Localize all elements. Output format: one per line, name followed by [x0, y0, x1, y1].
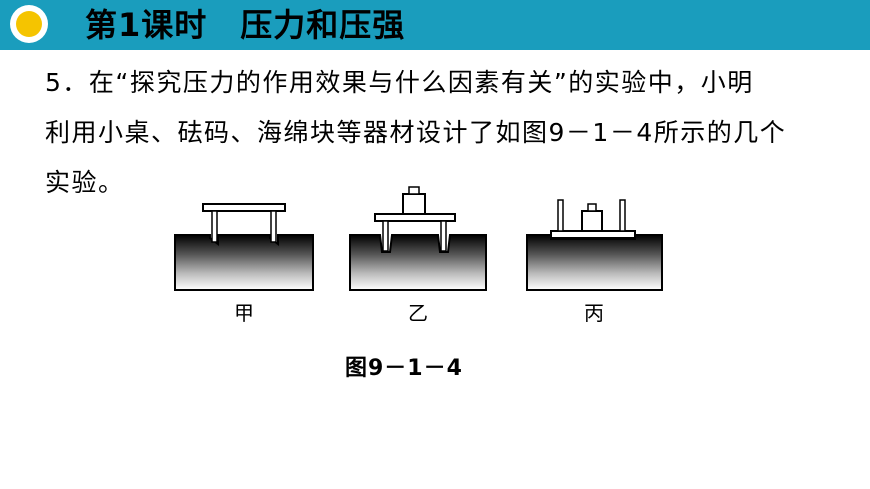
panel-bing [526, 199, 663, 291]
question-line: 5．在“探究压力的作用效果与什么因素有关”的实验中，小明 [45, 68, 754, 97]
table-leg [619, 199, 626, 232]
lesson-title: 第1课时 压力和压强 [85, 6, 406, 44]
panel-label: 甲 [234, 301, 254, 325]
table-top [202, 203, 286, 212]
sponge-block [349, 234, 487, 291]
panel-yi [349, 186, 487, 291]
question-text: 5．在“探究压力的作用效果与什么因素有关”的实验中，小明 利用小桌、砝码、海绵块… [45, 58, 835, 208]
table-leg [211, 210, 218, 243]
panel-label: 丙 [584, 301, 604, 325]
question-line: 利用小桌、砝码、海绵块等器材设计了如图9－1－4所示的几个 [45, 118, 787, 147]
question-line: 实验。 [45, 168, 125, 197]
table-leg [382, 220, 389, 252]
sun-icon [10, 5, 48, 43]
table-top-inverted [550, 230, 636, 239]
weight-knob [408, 186, 420, 195]
table-leg [270, 210, 277, 243]
sponge-block [174, 234, 314, 291]
experiment-figure: 甲 乙 丙 [174, 186, 663, 325]
table-leg [440, 220, 447, 252]
table-leg [557, 199, 564, 232]
panel-label: 乙 [408, 301, 428, 325]
weight-knob [587, 203, 597, 212]
figure-caption: 图9－1－4 [345, 356, 463, 381]
table-top [374, 213, 456, 222]
sponge-block [526, 234, 663, 291]
weight-block [581, 210, 603, 232]
weight-block [402, 193, 426, 215]
title-bar: 第1课时 压力和压强 [0, 0, 870, 50]
panel-jia [174, 203, 314, 291]
